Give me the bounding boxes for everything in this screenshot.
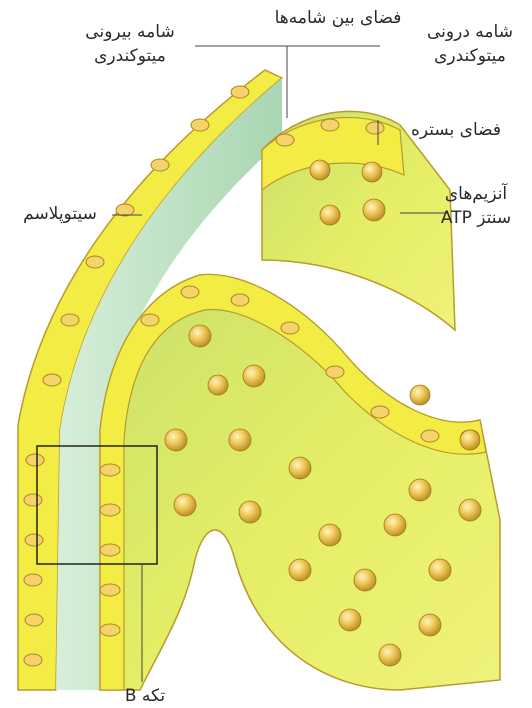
part-b-label: تکه B [100, 684, 190, 708]
atp-synthase-label: آنزیم‌های سنتز ATP [420, 182, 532, 230]
intermembrane-space-label: فضای بین شامه‌ها [248, 6, 428, 30]
cytoplasm-label: سیتوپلاسم [4, 202, 116, 226]
matrix-label: فضای بستره [400, 118, 512, 142]
outer-membrane-label: شامه بیرونی میتوکندری [60, 20, 200, 68]
inner-membrane-label: شامه درونی میتوکندری [408, 20, 532, 68]
